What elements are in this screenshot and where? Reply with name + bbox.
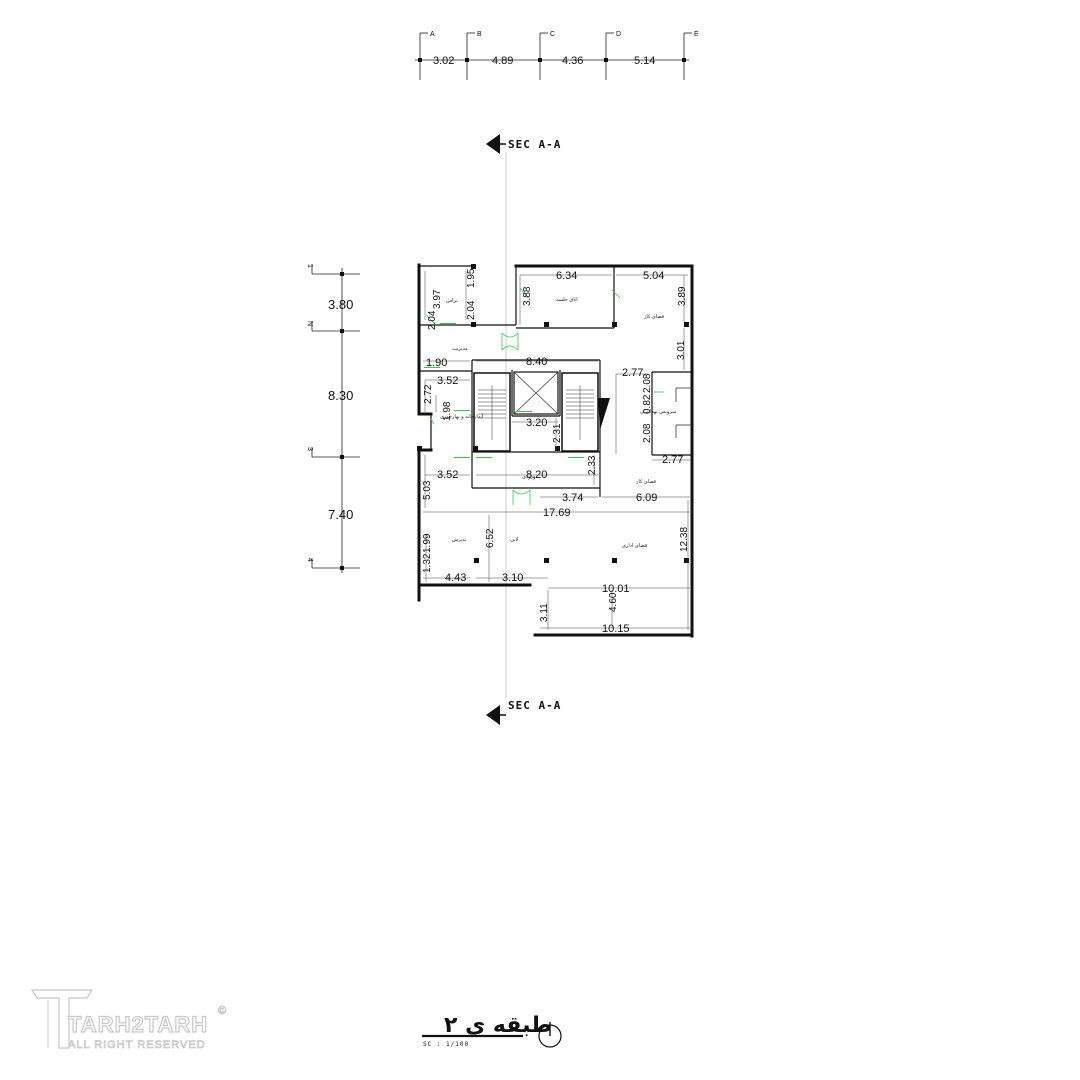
dim-4-43: 4.43 xyxy=(445,572,466,584)
grid-letter-b: B xyxy=(477,31,482,38)
watermark-copyright: © xyxy=(218,1005,227,1017)
room-label-workspace-mid: فضای کار xyxy=(635,479,657,485)
room-label-workspace-top: فضای کار xyxy=(643,314,665,320)
dim-3-52-a: 3.52 xyxy=(437,375,458,387)
grid-spacing-3-4: 7.40 xyxy=(328,507,353,522)
window-marks xyxy=(424,323,584,458)
grid-spacing-2-3: 8.30 xyxy=(328,388,353,403)
room-label-entrance: ورودی xyxy=(522,474,536,480)
dim-2-33: 2.33 xyxy=(587,455,598,475)
stair-right xyxy=(561,372,599,452)
columns xyxy=(417,264,689,563)
stair-left xyxy=(473,372,511,452)
dim-1-95: 1.95 xyxy=(466,268,477,288)
grid-spacing-de: 5.14 xyxy=(634,55,655,67)
dim-1-99: 1.99 xyxy=(422,533,433,553)
watermark-brand: TARH2TARH xyxy=(68,1012,208,1037)
room-label-terrace: تراس xyxy=(446,298,458,304)
sheet-title: طبقه ی ۲ xyxy=(444,1013,552,1038)
dim-5-04: 5.04 xyxy=(643,270,664,282)
room-label-management: مدیریت xyxy=(452,346,468,352)
side-grid-ticks xyxy=(340,272,344,570)
room-label-bathroom: سرویس بهداشتی xyxy=(640,409,676,415)
section-arrow-bottom xyxy=(486,705,500,725)
section-label-bottom: SEC A-A xyxy=(508,699,561,712)
dim-2-04-a: 2.04 xyxy=(466,300,477,320)
dim-1-32: 1.32 xyxy=(422,553,433,573)
grid-row-3: 3 xyxy=(306,447,313,451)
grid-letter-e: E xyxy=(694,31,699,38)
side-grid xyxy=(311,264,360,573)
dim-1-90: 1.90 xyxy=(426,357,447,369)
dim-3-20: 3.20 xyxy=(526,417,547,429)
grid-letter-a: A xyxy=(430,31,435,38)
top-grid xyxy=(415,32,692,80)
dim-3-88: 3.88 xyxy=(522,286,533,306)
grid-row-1: 1 xyxy=(306,264,313,268)
dim-2-31: 2.31 xyxy=(552,423,563,443)
dim-6-52: 6.52 xyxy=(485,528,496,548)
dim-2-08-b: 2.08 xyxy=(642,423,653,443)
room-label-lobby: لابی xyxy=(510,537,519,543)
dim-3-01: 3.01 xyxy=(676,340,687,360)
top-grid-ticks xyxy=(418,58,686,62)
grid-letter-c: C xyxy=(550,31,555,38)
dim-3-74: 3.74 xyxy=(562,492,583,504)
dim-3-89: 3.89 xyxy=(677,286,688,306)
dim-6-34: 6.34 xyxy=(556,270,577,282)
grid-spacing-cd: 4.36 xyxy=(562,55,583,67)
room-label-meeting: اتاق جلسه xyxy=(556,297,578,303)
room-label-office: فضای اداری xyxy=(622,543,648,549)
dim-4-60: 4.60 xyxy=(608,592,619,612)
dim-10-01: 10.01 xyxy=(602,583,630,595)
grid-row-4: 4 xyxy=(306,558,313,562)
grid-spacing-1-2: 3.80 xyxy=(328,297,353,312)
doors xyxy=(425,287,664,505)
section-arrow-top xyxy=(486,134,500,154)
watermark-rights: ALL RIGHT RESERVED xyxy=(68,1039,206,1051)
dimension-lines xyxy=(423,271,690,630)
grid-letter-d: D xyxy=(616,31,621,38)
interior-walls xyxy=(420,265,692,497)
dim-3-11: 3.11 xyxy=(539,603,550,622)
room-label-reception: پذیرش xyxy=(452,537,467,543)
dim-2-08-a: 2.08 xyxy=(642,373,653,393)
dim-8-40: 8.40 xyxy=(526,356,547,368)
dim-8-20: 8.20 xyxy=(526,469,547,481)
dim-0-82: 0.82 xyxy=(642,394,653,414)
room-label-kitchen: آبدارخانه و نهارخوری xyxy=(440,413,484,420)
section-label-top: SEC A-A xyxy=(508,138,561,151)
dim-3-10: 3.10 xyxy=(502,572,523,584)
toilet-cubicles xyxy=(675,387,692,438)
grid-row-2: N xyxy=(306,321,313,326)
dim-6-09: 6.09 xyxy=(636,492,657,504)
dim-2-04-b: 2.04 xyxy=(427,310,438,330)
elevator-shaft xyxy=(513,371,559,415)
grid-spacing-ab: 3.02 xyxy=(433,55,454,67)
dim-10-15: 10.15 xyxy=(602,623,630,635)
sheet-scale: SC : 1/100 xyxy=(423,1041,469,1048)
dim-3-97: 3.97 xyxy=(432,289,443,309)
dim-2-77-a: 2.77 xyxy=(622,367,643,379)
dim-1-98: 1.98 xyxy=(442,401,453,421)
dim-17-69: 17.69 xyxy=(543,507,571,519)
dim-2-72: 2.72 xyxy=(423,384,434,404)
north-arrow-icon xyxy=(538,1022,562,1048)
dim-5-03: 5.03 xyxy=(422,480,433,500)
grid-spacing-bc: 4.89 xyxy=(492,55,513,67)
dim-12-38: 12.38 xyxy=(679,527,690,552)
dim-3-52-b: 3.52 xyxy=(437,469,458,481)
dim-2-77-b: 2.77 xyxy=(662,454,683,466)
watermark-logo: TARH2TARH ALL RIGHT RESERVED © xyxy=(30,989,227,1051)
shaft-marker xyxy=(598,398,610,430)
exterior-walls xyxy=(417,263,694,638)
